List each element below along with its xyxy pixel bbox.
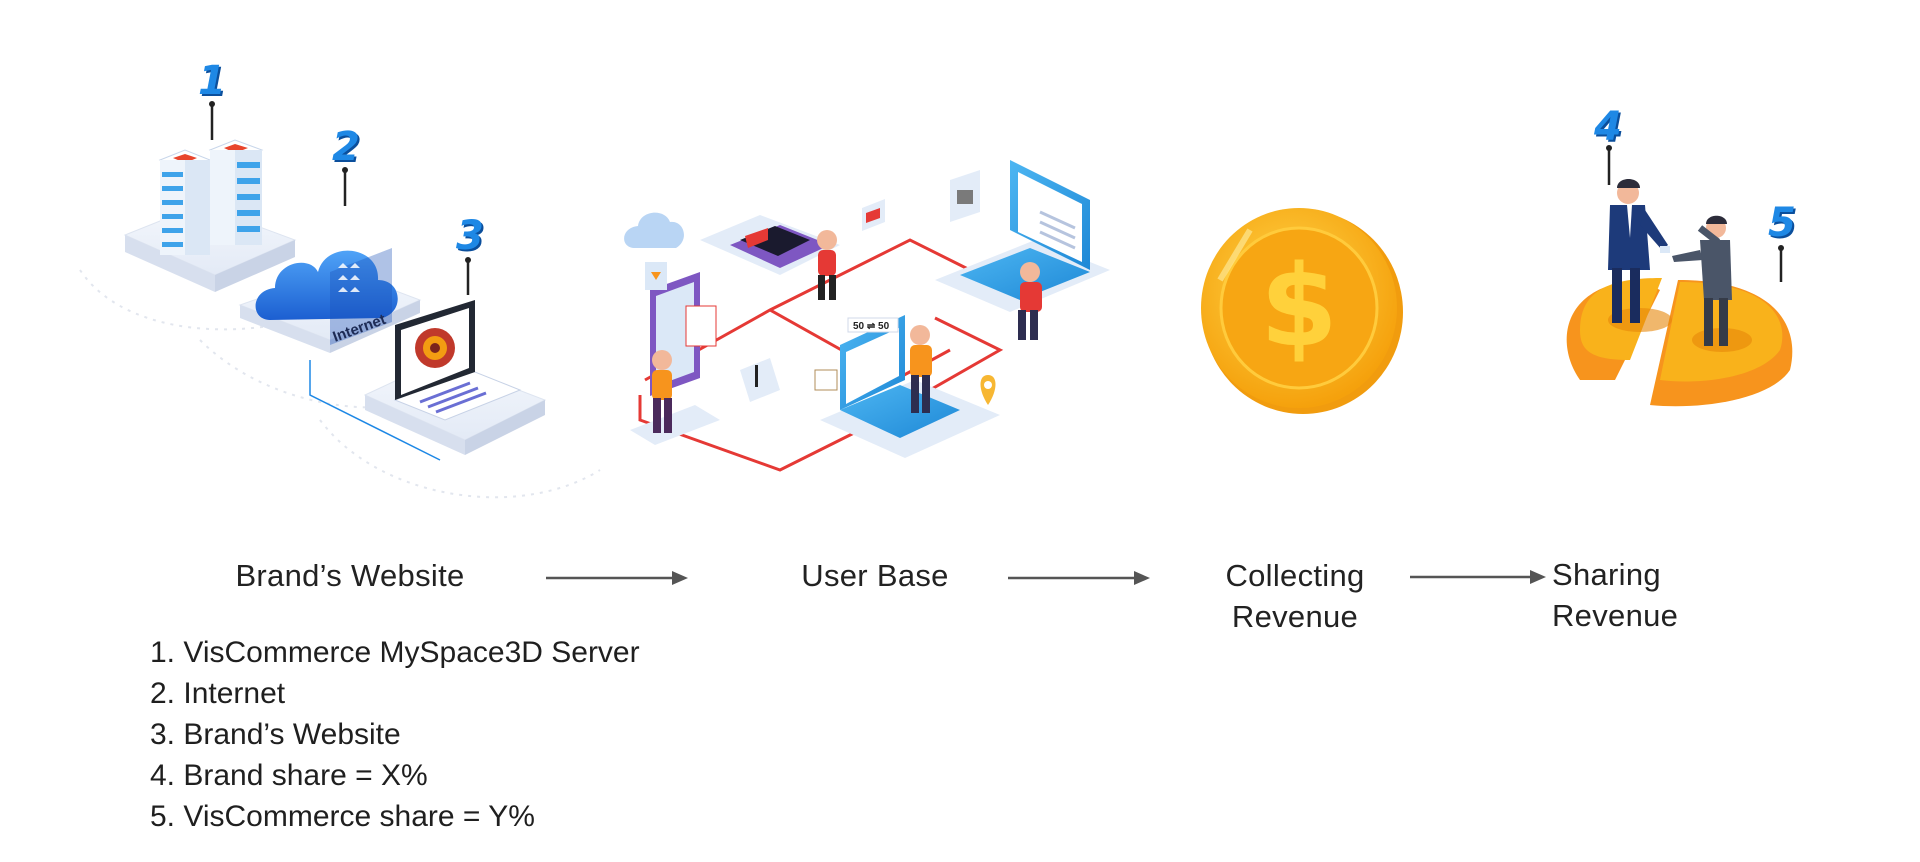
step-label-sharing-revenue: Sharing Revenue [1552, 554, 1752, 636]
svg-text:$: $ [1260, 242, 1338, 372]
step-label-line: Sharing [1552, 557, 1661, 592]
step-label-line: Collecting [1225, 558, 1365, 593]
legend-item: 3. Brand’s Website [150, 718, 401, 751]
marker-3: 3 [456, 213, 484, 259]
step-label-line: Revenue [1231, 599, 1359, 634]
brand-website-illustration: Internet [79, 101, 601, 499]
laptop-icon [363, 300, 547, 455]
legend-item: 1. VisCommerce MySpace3D Server [150, 636, 640, 669]
legend-item: 2. Internet [150, 677, 286, 710]
flow-arrow-3 [1410, 570, 1546, 584]
dollar-coin-icon: $ [1201, 208, 1403, 414]
marker-4: 4 [1594, 104, 1622, 150]
step-label-line: Revenue [1552, 598, 1679, 633]
server-icon [123, 139, 297, 292]
step-label-user-base: User Base [801, 558, 949, 593]
internet-cloud-icon: Internet [238, 248, 422, 353]
marker-5: 5 [1768, 200, 1796, 246]
badge-text: 50 ⇌ 50 [853, 321, 890, 332]
flow-arrow-2 [1008, 571, 1150, 585]
user-base-illustration: 50 ⇌ 50 [624, 160, 1110, 472]
step-label-brand-website: Brand’s Website [235, 558, 465, 593]
marker-2: 2 [332, 124, 360, 170]
flow-arrow-1 [546, 571, 688, 585]
legend-item: 4. Brand share = X% [150, 759, 428, 792]
step-label-collecting-revenue: Collecting Revenue [1180, 555, 1410, 637]
split-coin-handshake-icon [1566, 145, 1793, 407]
legend-list: 1. VisCommerce MySpace3D Server 2. Inter… [150, 632, 640, 837]
marker-1: 1 [198, 58, 226, 104]
legend-item: 5. VisCommerce share = Y% [150, 800, 535, 833]
